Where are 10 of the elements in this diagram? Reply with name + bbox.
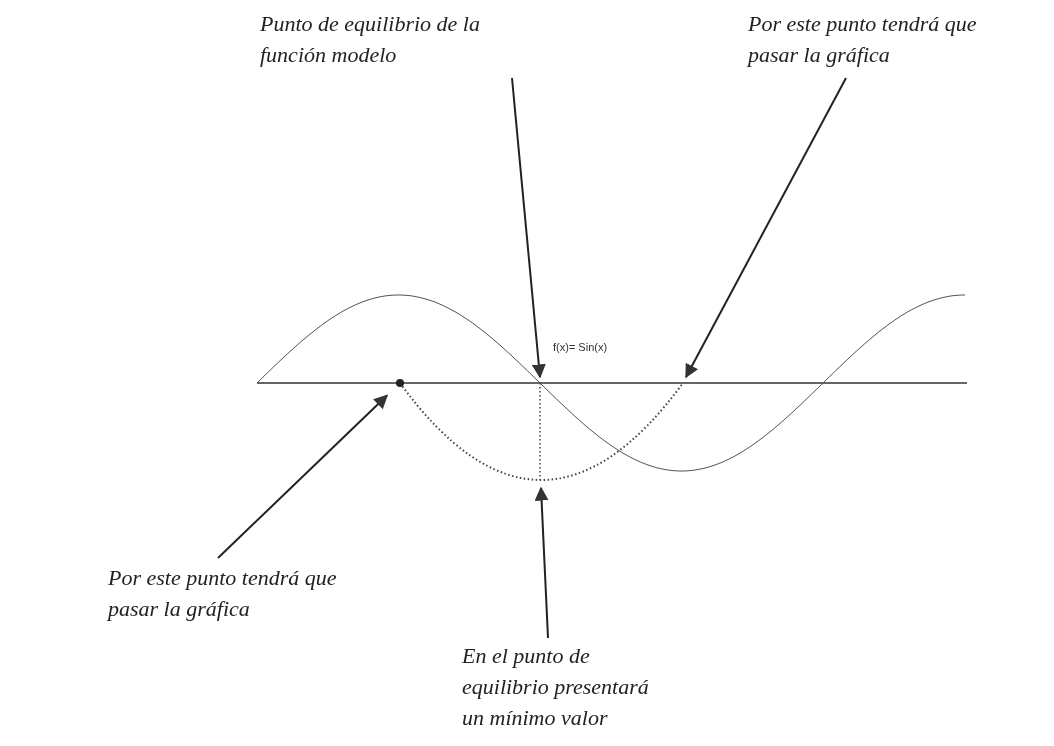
annotation-text: Por este punto tendrá que pasar la gráfica xyxy=(748,8,1013,70)
annotation-text: En el punto de equilibrio presentará un mínimo valor xyxy=(462,640,662,733)
point-marker xyxy=(396,379,404,387)
leader-arrow xyxy=(217,394,389,559)
leader-arrow xyxy=(534,486,549,639)
leader-arrow xyxy=(685,77,847,379)
annotation-text: Punto de equilibrio de la función modelo xyxy=(260,8,525,70)
annotation-text: Por este punto tendrá que pasar la gráfica xyxy=(108,562,373,624)
function-label: f(x)= Sin(x) xyxy=(553,341,608,353)
leader-arrow xyxy=(511,77,546,379)
